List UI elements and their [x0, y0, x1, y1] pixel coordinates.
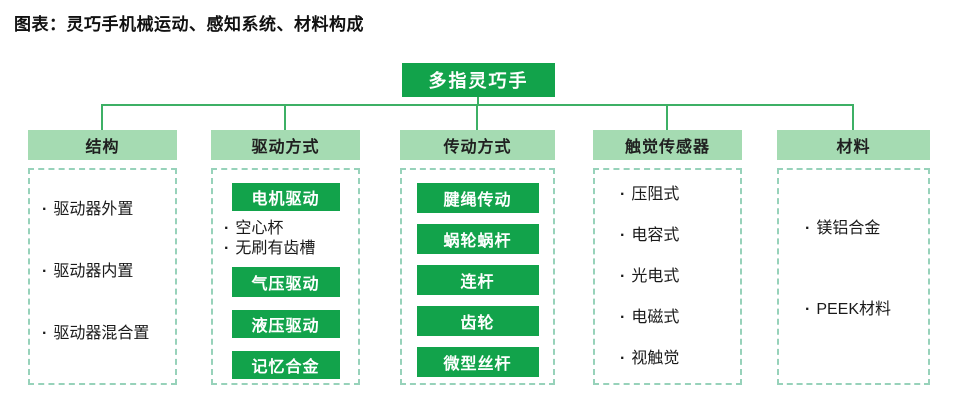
- branch-header-material: 材料: [777, 130, 930, 160]
- branch-header-structure: 结构: [28, 130, 177, 160]
- item-label: 压阻式: [631, 186, 680, 203]
- list-item: · PEEK材料: [779, 300, 928, 320]
- branch-body-transmission: 腱绳传动 蜗轮蜗杆 连杆 齿轮 微型丝杆: [400, 168, 555, 385]
- connector-root-stub: [477, 97, 479, 105]
- item-label: 空心杯: [235, 220, 284, 237]
- node-micro-leadscrew: 微型丝杆: [416, 347, 539, 377]
- branch-header-drive-mode: 驱动方式: [211, 130, 360, 160]
- item-label: PEEK材料: [816, 301, 892, 318]
- page-title: 图表：灵巧手机械运动、感知系统、材料构成: [14, 15, 364, 34]
- list-item: · 驱动器外置: [30, 200, 175, 220]
- item-label: 驱动器混合置: [53, 325, 150, 342]
- bullet-icon: ·: [620, 186, 626, 203]
- branch-header-transmission: 传动方式: [400, 130, 555, 160]
- connector-drop-structure: [101, 104, 103, 131]
- bullet-icon: ·: [805, 220, 811, 237]
- node-linkage: 连杆: [416, 265, 539, 295]
- list-item: · 光电式: [595, 267, 740, 287]
- bullet-icon: ·: [42, 263, 48, 280]
- root-node: 多指灵巧手: [402, 63, 555, 97]
- bullet-icon: ·: [224, 220, 230, 237]
- list-item: · 视触觉: [595, 349, 740, 369]
- list-item: · 压阻式: [595, 185, 740, 205]
- bullet-icon: ·: [805, 301, 811, 318]
- connector-drop-drive: [284, 104, 286, 131]
- item-label: 驱动器外置: [53, 201, 134, 218]
- item-label: 电容式: [631, 227, 680, 244]
- branch-body-structure: · 驱动器外置 · 驱动器内置 · 驱动器混合置: [28, 168, 177, 385]
- node-gear: 齿轮: [416, 306, 539, 336]
- branch-header-tactile-sensor: 触觉传感器: [593, 130, 742, 160]
- node-motor-drive: 电机驱动: [231, 183, 340, 211]
- list-item: · 空心杯: [213, 219, 358, 239]
- item-label: 电磁式: [631, 309, 680, 326]
- bullet-icon: ·: [42, 325, 48, 342]
- list-item: · 驱动器混合置: [30, 324, 175, 344]
- node-tendon-drive: 腱绳传动: [416, 183, 539, 213]
- item-label: 光电式: [631, 268, 680, 285]
- list-item: · 驱动器内置: [30, 262, 175, 282]
- node-worm-gear: 蜗轮蜗杆: [416, 224, 539, 254]
- list-item: · 电容式: [595, 226, 740, 246]
- bullet-icon: ·: [620, 350, 626, 367]
- node-hydraulic-drive: 液压驱动: [231, 310, 340, 338]
- item-label: 无刷有齿槽: [235, 240, 316, 257]
- bullet-icon: ·: [224, 240, 230, 257]
- list-item: · 无刷有齿槽: [213, 239, 358, 259]
- item-label: 视触觉: [631, 350, 680, 367]
- node-memory-alloy: 记忆合金: [231, 351, 340, 379]
- item-label: 驱动器内置: [53, 263, 134, 280]
- branch-body-tactile-sensor: · 压阻式 · 电容式 · 光电式 · 电磁式 · 视触觉: [593, 168, 742, 385]
- branch-body-material: · 镁铝合金 · PEEK材料: [777, 168, 930, 385]
- bullet-icon: ·: [620, 309, 626, 326]
- branch-body-drive-mode: 电机驱动 · 空心杯 · 无刷有齿槽 气压驱动 液压驱动 记忆合金: [211, 168, 360, 385]
- list-item: · 镁铝合金: [779, 219, 928, 239]
- bullet-icon: ·: [620, 227, 626, 244]
- connector-drop-material: [852, 104, 854, 131]
- connector-drop-transmission: [476, 104, 478, 131]
- item-label: 镁铝合金: [816, 220, 881, 237]
- bullet-icon: ·: [620, 268, 626, 285]
- bullet-icon: ·: [42, 201, 48, 218]
- list-item: · 电磁式: [595, 308, 740, 328]
- connector-drop-sensor: [666, 104, 668, 131]
- node-pneumatic-drive: 气压驱动: [231, 267, 340, 297]
